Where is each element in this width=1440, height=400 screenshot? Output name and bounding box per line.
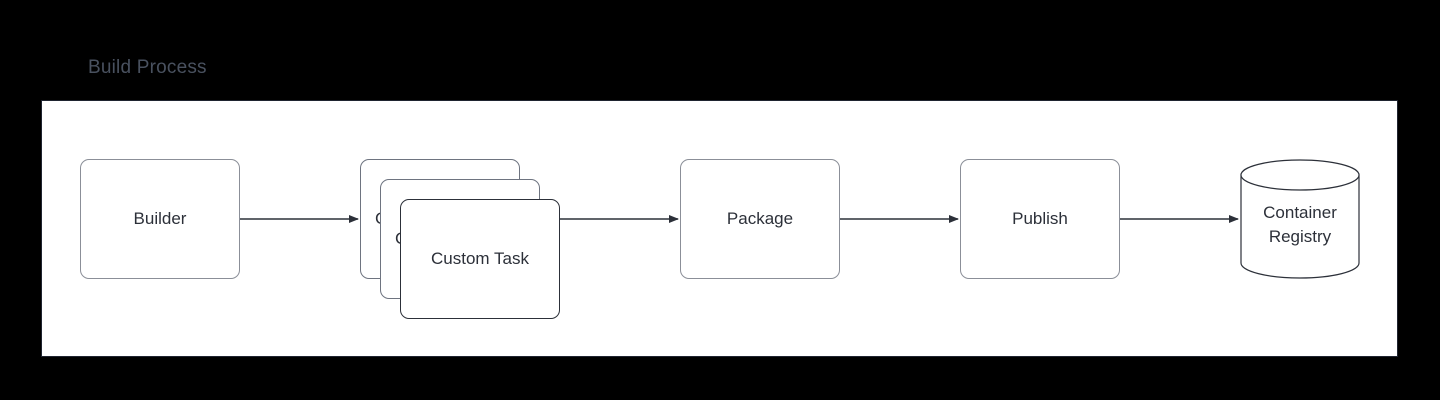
node-container-registry-label: Container Registry — [1240, 159, 1360, 279]
node-container-registry-label-line1: Container — [1263, 203, 1337, 222]
node-custom-task-label: Custom Task — [431, 249, 529, 268]
node-package-label: Package — [726, 209, 794, 228]
node-publish-label: Publish — [1012, 209, 1068, 228]
node-custom-task[interactable]: Custom Task — [400, 199, 560, 319]
page-title: Build Process — [88, 57, 207, 78]
node-container-registry-label-line2: Registry — [1268, 227, 1332, 246]
cylinder-icon — [1240, 159, 1360, 279]
node-container-registry[interactable]: Container Registry — [1240, 159, 1360, 279]
node-publish[interactable]: Publish — [960, 159, 1120, 279]
node-package[interactable]: Package — [680, 159, 840, 279]
node-builder-label: Builder — [133, 209, 187, 228]
node-builder[interactable]: Builder — [80, 159, 240, 279]
